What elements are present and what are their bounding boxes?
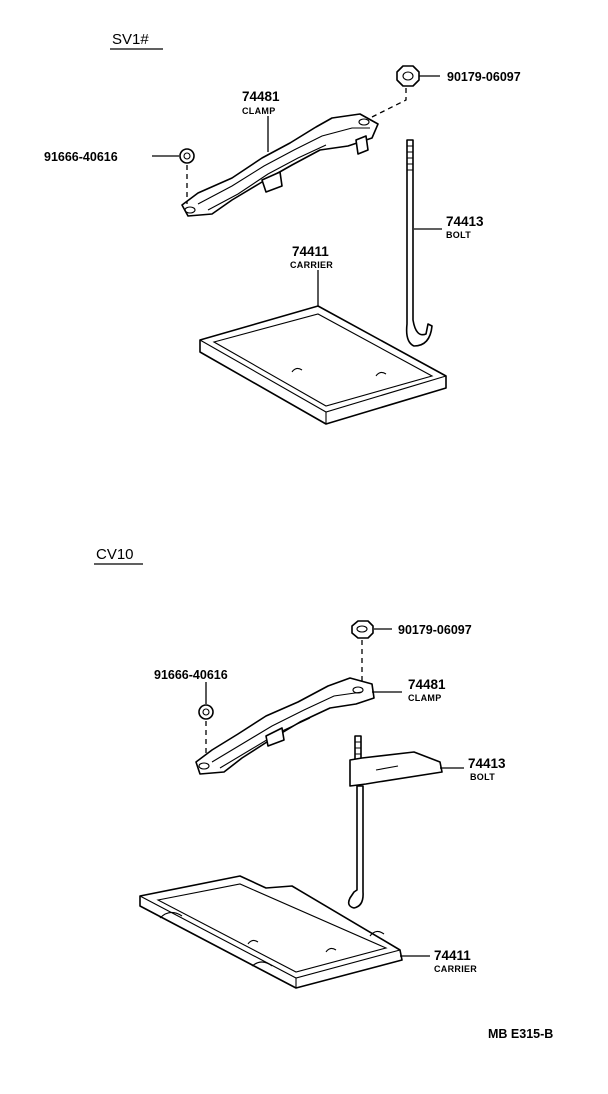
part-name-carrier: CARRIER	[290, 260, 333, 270]
part-name-clamp: CLAMP	[408, 693, 442, 703]
clamp-drawing	[181, 113, 379, 217]
washer-drawing	[198, 704, 214, 720]
carrier-drawing	[139, 875, 403, 989]
section-sv1: SV1#	[44, 31, 521, 425]
clamp-drawing	[195, 677, 375, 775]
washer-drawing	[179, 148, 195, 164]
part-number-74411: 74411	[292, 244, 329, 259]
part-number-91666: 91666-40616	[154, 668, 228, 682]
section-cv10: CV10	[94, 546, 506, 989]
part-name-bolt: BOLT	[470, 772, 495, 782]
bolt-drawing	[405, 139, 433, 347]
part-number-74411: 74411	[434, 948, 471, 963]
nut-drawing	[351, 620, 374, 639]
section-heading: CV10	[96, 546, 134, 563]
part-number-91666: 91666-40616	[44, 150, 118, 164]
part-name-bolt: BOLT	[446, 230, 471, 240]
part-number-74481: 74481	[408, 677, 446, 692]
nut-dash-line	[369, 88, 407, 119]
part-number-90179: 90179-06097	[398, 623, 472, 637]
nut-drawing	[396, 65, 420, 87]
part-number-74413: 74413	[446, 214, 484, 229]
carrier-drawing	[199, 305, 447, 425]
section-heading: SV1#	[112, 31, 149, 48]
part-number-90179: 90179-06097	[447, 70, 521, 84]
part-name-carrier: CARRIER	[434, 964, 477, 974]
drawing-code: MB E315-B	[488, 1027, 553, 1041]
part-number-74413: 74413	[468, 756, 506, 771]
bolt-drawing	[347, 735, 443, 909]
part-name-clamp: CLAMP	[242, 106, 276, 116]
part-number-74481: 74481	[242, 89, 280, 104]
